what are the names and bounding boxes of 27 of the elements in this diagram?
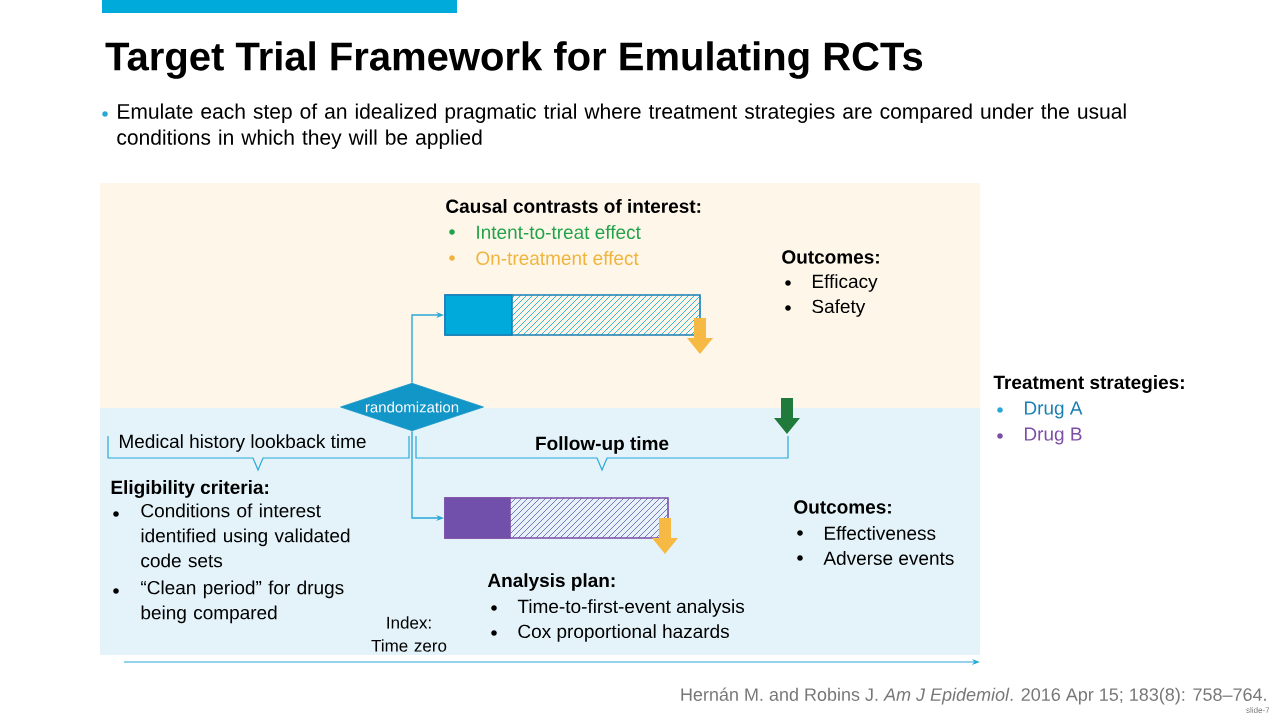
citation: Hernán M. and Robins J. Am J Epidemiol. 2016 Apr 15; 183(8): 758–764. [681, 687, 1266, 705]
title: Target Trial Framework for Emulating RCTs [105, 41, 923, 79]
list-item: Efficacy [813, 274, 878, 292]
heading-text: Outcomes: [794, 500, 891, 514]
heading-text: Treatment strategies: [993, 375, 1184, 393]
bar [444, 294, 701, 336]
list-item: Intent-to-treat effect [477, 225, 641, 239]
heading-text: Eligibility criteria: [111, 480, 268, 498]
list-item: Cox proportional hazards [518, 624, 729, 642]
list-item: “Clean period” for drugs being compared [141, 580, 344, 624]
list-item: Adverse events [823, 551, 954, 565]
list-item: Drug B [1025, 427, 1082, 445]
bullet-text: Emulate each step of an idealized pragmatic trial where treatment strategies are compared under the usual conditions in which they will be applied [117, 103, 1126, 149]
slide-number: slide-7 [1246, 707, 1270, 713]
list-item: Drug A [1025, 401, 1083, 419]
list-item: Conditions of interest identified using validated code sets [141, 503, 350, 568]
brace-label: Medical history lookback time [120, 434, 366, 452]
heading-text: Causal contrasts of interest: [446, 199, 701, 213]
heading-text: Analysis plan: [487, 573, 615, 591]
list-item: On-treatment effect [476, 251, 639, 265]
time-zero-label: Index: Time zero [371, 616, 447, 652]
list-item: Effectiveness [825, 526, 936, 540]
brace-label: Follow-up time [536, 436, 669, 454]
list-item: Safety [812, 299, 866, 317]
bar [444, 497, 669, 539]
heading-text: Outcomes: [782, 250, 879, 264]
list-item: Time-to-first-event analysis [517, 599, 745, 617]
